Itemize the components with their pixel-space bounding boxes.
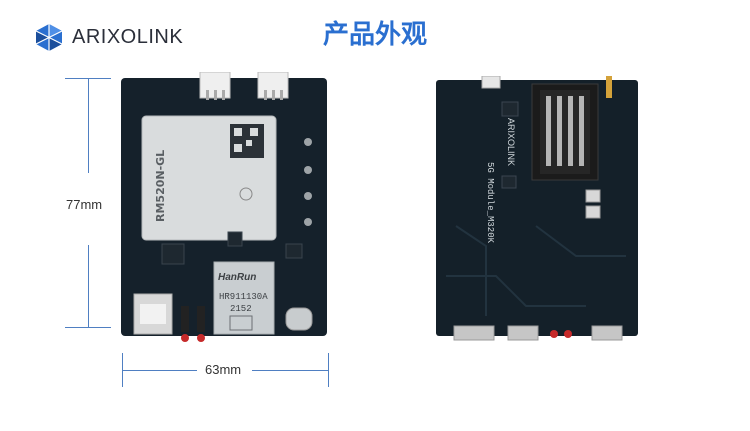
height-dim-label: 77mm — [66, 197, 103, 212]
back-board-photo: ARIXOLINK 5G Module_M320K — [436, 76, 638, 341]
width-dim-line-left — [122, 370, 197, 371]
width-dim-label: 63mm — [205, 362, 242, 377]
rj45-brand: HanRun — [218, 272, 256, 283]
module-label: RM520N-GL — [154, 150, 167, 222]
height-dim-line-upper — [88, 78, 89, 173]
brand-name: ARIXOLINK — [72, 25, 184, 48]
logo-icon — [35, 24, 63, 51]
page-title: 产品外观 — [322, 20, 427, 50]
height-dim-line-lower — [88, 245, 89, 327]
module-label-text: RM520N-GL — [154, 150, 167, 222]
rj45-model: HR911130A — [219, 292, 268, 302]
back-module-silk: 5G Module_M320K — [485, 162, 495, 244]
brand-logo: ARIXOLINK — [34, 22, 183, 52]
width-dim-line-right — [252, 370, 328, 371]
back-brand-silk: ARIXOLINK — [506, 118, 516, 166]
height-dim-bottom-tick — [65, 327, 111, 328]
front-board-photo: RM520N-GL HanRun HR911130A 2152 — [121, 72, 327, 342]
width-dim-right-tick — [328, 353, 329, 387]
rj45-code: 2152 — [230, 304, 252, 314]
